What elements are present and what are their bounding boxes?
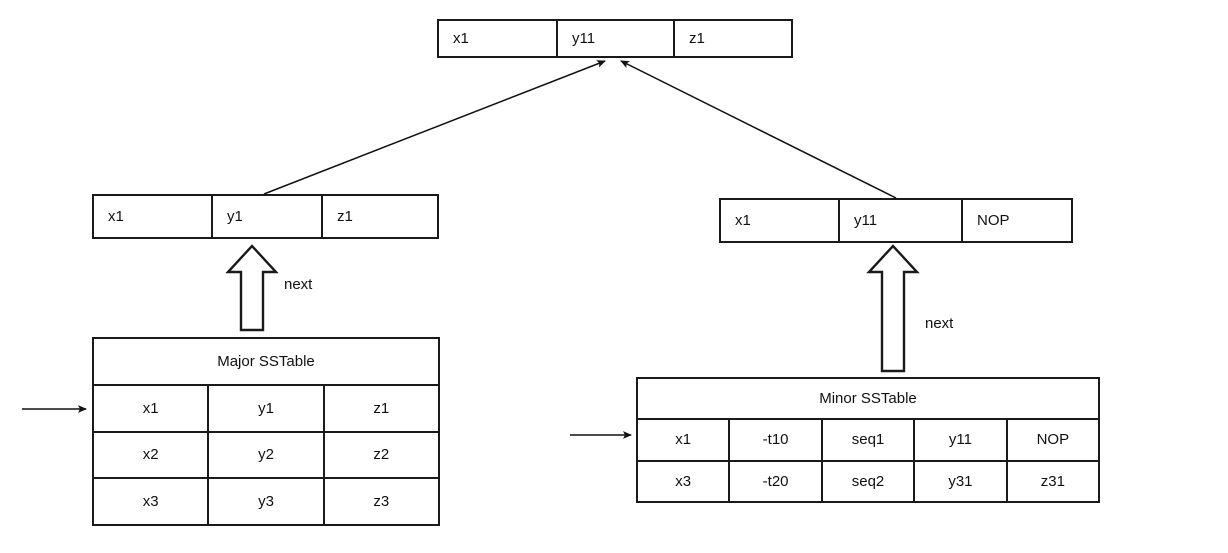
major-cell-r1c0: x2	[142, 446, 159, 464]
minor-cell-r1c1: -t20	[728, 461, 820, 501]
major-current-cell-value: y1	[211, 196, 321, 237]
major-sstable-title: Major SSTable	[217, 352, 315, 370]
table-row: x1 -t10 seq1 y11 NOP	[638, 418, 1098, 460]
minor-cell-r0c0: x1	[675, 431, 692, 449]
table-row: x3 y3 z3	[94, 477, 438, 524]
merged-result-cell-key: x1	[453, 30, 469, 47]
next-arrow-minor	[866, 244, 920, 373]
minor-cell-r0c4: NOP	[1005, 420, 1098, 460]
merged-result-row: x1 y11 z1	[437, 19, 793, 58]
major-current-row: x1 y1 z1	[92, 194, 439, 239]
major-cell-r2c2: z3	[322, 479, 438, 524]
major-current-cell-extra: z1	[321, 196, 437, 237]
major-cell-r1c2: z2	[322, 432, 438, 478]
minor-sstable-title: Minor SSTable	[819, 390, 917, 408]
major-cell-r0c1: y1	[207, 385, 322, 431]
minor-cell-r0c2: seq1	[820, 420, 913, 460]
minor-current-cell-extra: NOP	[961, 200, 1071, 241]
minor-cell-r1c4: z31	[1005, 461, 1098, 501]
table-row: x1 y11 z1	[439, 21, 791, 56]
major-cell-r2c0: x3	[142, 493, 159, 511]
major-cell-r2c1: y3	[207, 479, 322, 524]
major-current-cell-key: x1	[108, 208, 124, 225]
minor-current-cell-value: y11	[838, 200, 961, 241]
table-row: x3 -t20 seq2 y31 z31	[638, 459, 1098, 501]
minor-current-cell-key: x1	[735, 212, 751, 229]
merged-result-cell-value: y11	[556, 21, 673, 56]
minor-current-row: x1 y11 NOP	[719, 198, 1073, 243]
minor-cell-r0c3: y11	[913, 420, 1005, 460]
table-row: x1 y1 z1	[94, 383, 438, 431]
major-cell-r0c0: x1	[142, 399, 159, 417]
major-sstable: Major SSTable x1 y1 z1 x2 y2 z2 x3 y3 z3	[92, 337, 440, 526]
merged-result-cell-extra: z1	[673, 21, 791, 56]
next-label-minor: next	[925, 315, 954, 332]
major-sstable-title-row: Major SSTable	[94, 339, 438, 384]
table-row: x1 y11 NOP	[721, 200, 1071, 241]
minor-cell-r1c0: x3	[675, 472, 692, 490]
minor-sstable-title-row: Minor SSTable	[638, 379, 1098, 418]
minor-sstable: Minor SSTable x1 -t10 seq1 y11 NOP x3 -t…	[636, 377, 1100, 503]
major-cell-r1c1: y2	[207, 432, 322, 478]
major-cell-r0c2: z1	[322, 385, 438, 431]
table-row: x2 y2 z2	[94, 430, 438, 478]
merge-arrow-from-minor	[620, 60, 897, 199]
merge-arrow-from-major	[263, 60, 606, 195]
next-arrow-major	[225, 244, 279, 332]
table-row: x1 y1 z1	[94, 196, 437, 237]
minor-cell-r1c2: seq2	[820, 461, 913, 501]
minor-cell-r1c3: y31	[913, 461, 1005, 501]
next-label-major: next	[284, 276, 313, 293]
minor-cell-r0c1: -t10	[728, 420, 820, 460]
